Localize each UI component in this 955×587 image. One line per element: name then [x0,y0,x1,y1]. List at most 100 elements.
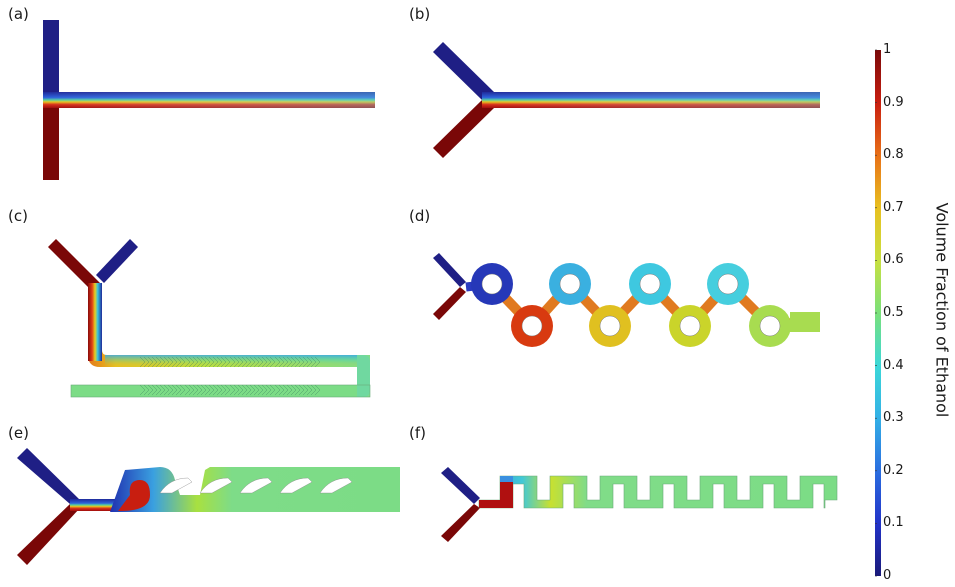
groove [184,356,191,368]
colorbar-tick-label: 0.2 [883,462,904,478]
panel-e-geometry [17,448,400,565]
water-inlet [43,20,59,100]
groove [286,384,293,396]
groove [155,384,162,396]
groove [229,356,236,368]
colorbar-gradient [875,50,881,576]
groove [151,356,158,368]
groove [274,356,281,368]
groove [302,384,309,396]
groove [200,356,207,368]
panel-label-a: (a) [8,5,29,23]
water-inlet [433,42,494,100]
ring-hole [599,315,621,337]
groove [310,384,317,396]
groove [167,356,174,368]
groove [306,356,313,368]
ring-hole [559,273,581,295]
groove [265,384,272,396]
outlet-channel [790,312,820,332]
ring-chain [465,263,801,347]
groove [212,384,219,396]
groove [265,356,272,368]
panel-label-b: (b) [409,5,431,23]
groove [175,384,182,396]
groove [298,356,305,368]
groove [139,356,146,368]
groove [294,384,301,396]
square-wave-channel [478,475,838,509]
ethanol-inlet [433,287,466,320]
ring-hole [679,315,701,337]
groove [188,356,195,368]
colorbar-tick-label: 0.7 [883,199,904,215]
colorbar-tick-label: 0.5 [883,305,904,320]
groove [257,356,264,368]
groove [261,384,268,396]
groove [306,384,313,396]
groove [224,384,231,396]
sar-hole [239,477,273,494]
groove [233,384,240,396]
groove [237,356,244,368]
ring-hole [759,315,781,337]
panel-b-geometry [433,42,820,158]
groove [175,356,182,368]
ring-hole [481,273,503,295]
water-inlet [441,467,480,504]
groove [212,356,219,368]
groove [220,384,227,396]
groove [179,356,186,368]
groove [269,384,276,396]
colorbar-tick-label: 1 [883,42,892,57]
ethanol-inlet [48,239,100,291]
sar-hole [279,477,313,494]
groove [278,356,285,368]
groove [204,356,211,368]
groove [179,384,186,396]
groove [171,384,178,396]
groove [155,356,162,368]
groove [163,384,170,396]
groove [143,384,150,396]
colorbar [875,49,881,577]
ring-hole [521,315,543,337]
groove [245,356,252,368]
herringbone-grooves [139,356,321,396]
ethanol-inlet [43,100,59,180]
groove [216,384,223,396]
groove [245,384,252,396]
ethanol-inlet [433,100,494,158]
groove [253,384,260,396]
colorbar-tick-label: 0.4 [883,357,904,373]
panel-a-geometry [43,20,375,180]
groove [274,384,281,396]
panel-label-c: (c) [8,207,28,225]
panel-f-geometry [441,467,838,542]
sar-hole [199,477,233,494]
groove [208,384,215,396]
colorbar-tick-label: 0.9 [883,94,904,110]
panel-label-d: (d) [409,207,431,225]
water-inlet [433,253,466,287]
groove [314,356,321,368]
groove [192,384,199,396]
groove [208,356,215,368]
groove [159,384,166,396]
groove [237,384,244,396]
groove [167,384,174,396]
groove [302,356,309,368]
groove [224,356,231,368]
sar-hole [319,477,353,494]
groove [147,384,154,396]
groove [282,384,289,396]
groove [249,356,256,368]
groove [261,356,268,368]
groove [196,384,203,396]
colorbar-tick-label: 0.6 [883,252,904,268]
groove [196,356,203,368]
groove [233,356,240,368]
colorbar-tick-label: 0.1 [883,515,904,531]
groove [229,384,236,396]
ring-hole [639,273,661,295]
